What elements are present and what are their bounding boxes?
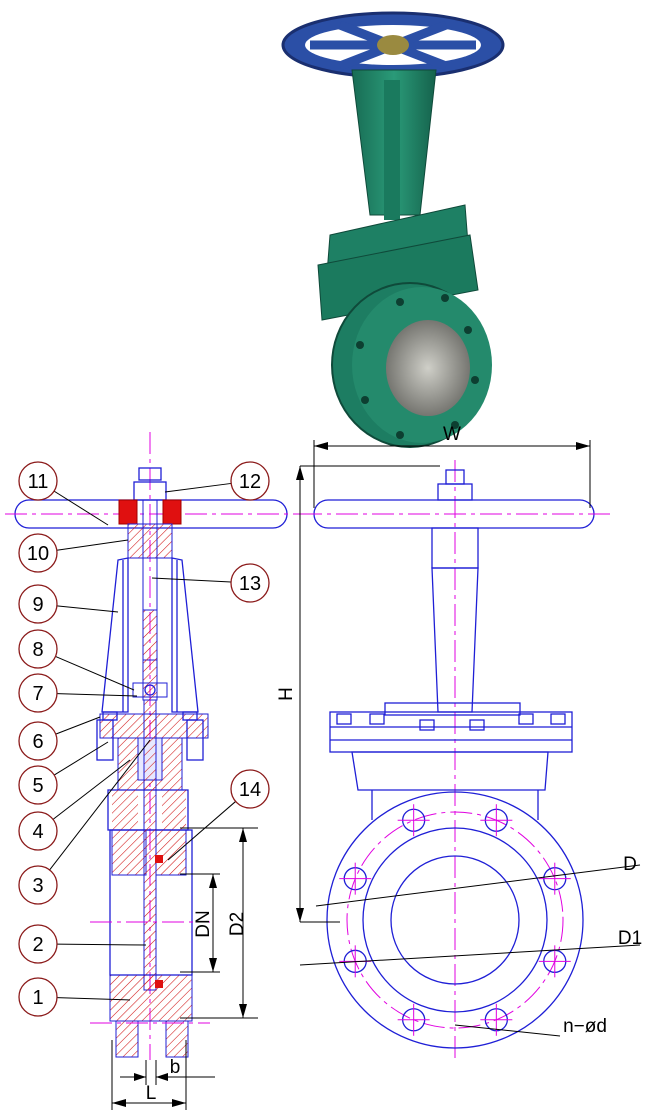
callout-label-14: 14 [239, 779, 261, 801]
callout-label-5: 5 [32, 775, 43, 797]
callout-1: 1 [18, 977, 131, 1017]
valve-photo [281, 11, 505, 448]
dim-DN: DN [193, 910, 214, 937]
front-view [296, 440, 641, 1060]
callout-11: 11 [18, 461, 109, 526]
callout-14: 14 [167, 769, 270, 861]
callout-label-12: 12 [239, 471, 261, 493]
callout-label-7: 7 [32, 683, 43, 705]
callout-label-6: 6 [32, 731, 43, 753]
dim-D2: D2 [227, 912, 248, 936]
callout-13: 13 [151, 563, 270, 603]
callout-8: 8 [18, 629, 135, 691]
callout-6: 6 [18, 716, 101, 761]
dim-bolt-holes: n−ød [563, 1016, 607, 1037]
callout-10: 10 [18, 533, 129, 573]
callout-label-8: 8 [32, 639, 43, 661]
callout-label-1: 1 [32, 987, 43, 1009]
callout-label-10: 10 [27, 543, 49, 565]
callout-label-9: 9 [32, 594, 43, 616]
callout-3: 3 [18, 739, 151, 905]
callout-12: 12 [164, 461, 270, 501]
callout-label-4: 4 [32, 821, 43, 843]
callout-label-2: 2 [32, 934, 43, 956]
callout-label-11: 11 [28, 471, 49, 493]
section-view [5, 432, 300, 1110]
dim-D1: D1 [618, 928, 642, 949]
callout-label-3: 3 [32, 875, 43, 897]
dim-W: W [443, 424, 461, 445]
callout-5: 5 [18, 741, 109, 805]
callout-7: 7 [18, 673, 138, 713]
dim-L: L [146, 1083, 157, 1104]
callout-9: 9 [18, 584, 119, 624]
callout-4: 4 [18, 759, 131, 851]
dim-D: D [623, 854, 637, 875]
callout-label-13: 13 [239, 573, 261, 595]
dim-H: H [276, 687, 297, 701]
callout-2: 2 [18, 924, 147, 964]
dim-b: b [170, 1057, 181, 1078]
